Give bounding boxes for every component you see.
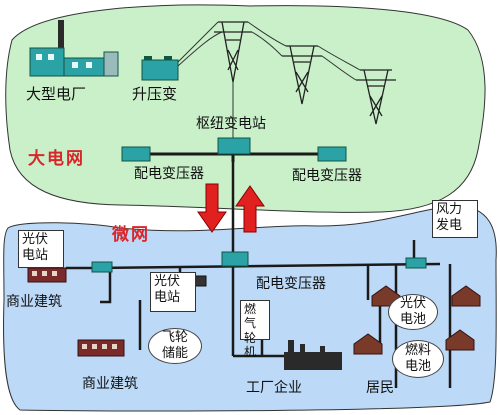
micro-grid-label: 微网	[112, 225, 150, 245]
power-exchange-arrows	[197, 183, 265, 233]
distribution-transformer-left-icon	[121, 146, 151, 162]
hub-substation-icon	[217, 137, 251, 155]
factory-icon	[284, 340, 342, 370]
pv-battery-label: 光伏电池	[388, 294, 438, 330]
commercial-building-icon	[27, 267, 67, 283]
wind-power-label: 风力发电	[432, 200, 478, 238]
solar-station-1-label: 光伏电站	[18, 230, 64, 268]
commercial-1-label: 商业建筑	[6, 294, 62, 310]
fuel-cell-label: 燃料电池	[392, 340, 444, 378]
hub-station-label: 枢纽变电站	[196, 116, 266, 132]
micro-transformer-label: 配电变压器	[256, 276, 326, 292]
gas-turbine-label: 燃气轮机	[240, 300, 270, 359]
big-grid-region	[5, 4, 486, 213]
power-plant-label: 大型电厂	[26, 85, 87, 103]
step-up-label: 升压变	[132, 85, 178, 103]
power-lines	[177, 21, 361, 140]
big-grid-label: 大电网	[28, 149, 85, 169]
commercial-building-2-icon	[77, 339, 125, 357]
up-arrow-icon	[235, 185, 265, 233]
power-plant-icon	[29, 20, 119, 77]
commercial-2-label: 商业建筑	[82, 376, 138, 392]
factory-label: 工厂企业	[246, 380, 302, 396]
step-up-transformer-icon	[141, 56, 179, 81]
flywheel-label: 飞轮储能	[148, 328, 202, 364]
microgrid-transformer-icon	[221, 251, 249, 267]
microgrid-node-left-icon	[91, 261, 113, 273]
solar-station-2-label: 光伏电站	[150, 272, 196, 312]
down-arrow-icon	[197, 183, 227, 233]
distribution-transformer-right-icon	[317, 146, 347, 162]
transformer-left-label: 配电变压器	[134, 166, 204, 182]
residents-label: 居民	[366, 380, 394, 396]
transformer-right-label: 配电变压器	[292, 168, 362, 184]
microgrid-node-right-icon	[405, 257, 427, 269]
